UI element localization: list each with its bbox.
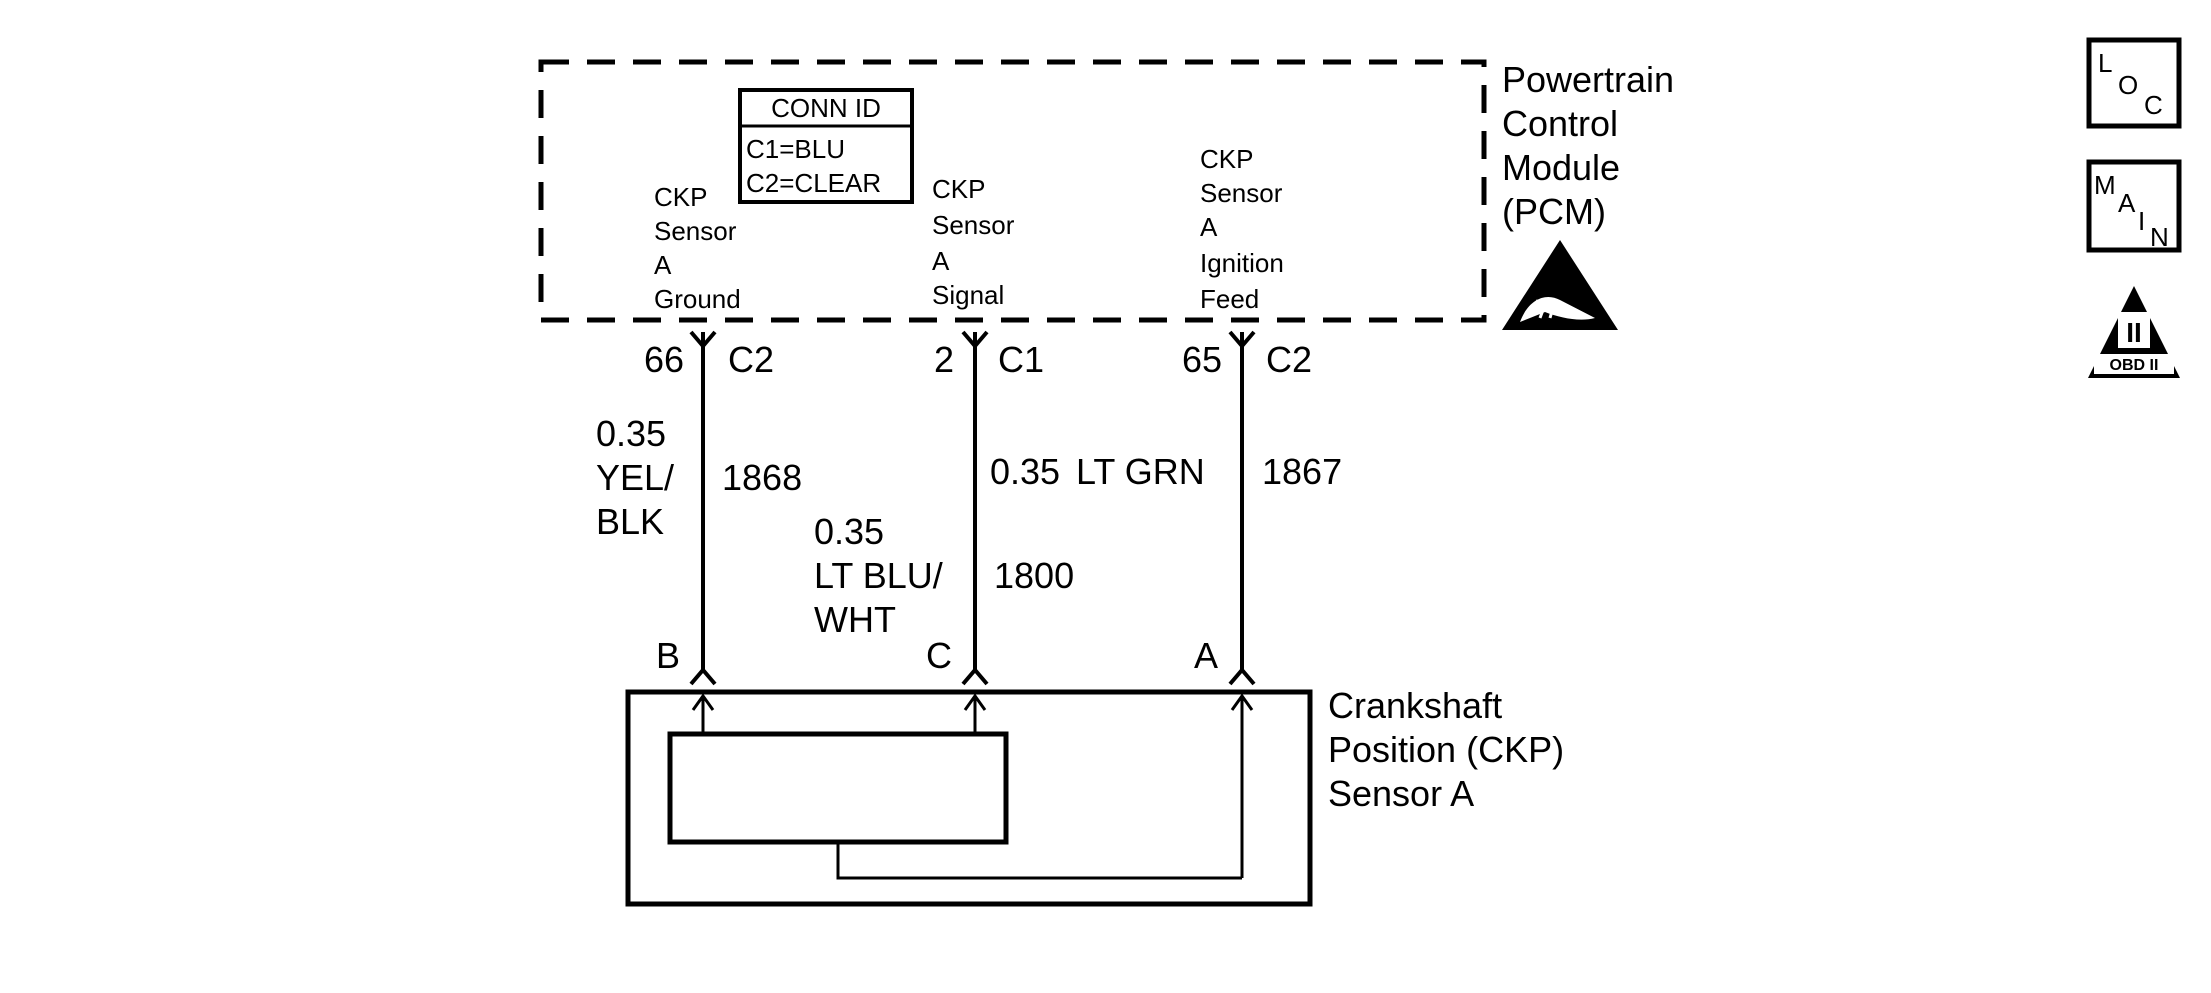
- loc-icon-letter: C: [2144, 90, 2163, 120]
- function-line: Sensor: [932, 210, 1015, 240]
- pcm-title-line: Module: [1502, 147, 1620, 188]
- sensor-terminal-connector-icon: [961, 666, 989, 686]
- loc-icon-letter: L: [2098, 48, 2112, 78]
- sensor-terminal-connector-icon: [1228, 666, 1256, 686]
- pcm-pin-number: 66: [644, 339, 684, 380]
- sensor-title-line: Sensor A: [1328, 773, 1474, 814]
- function-line: Sensor: [1200, 178, 1283, 208]
- conn-id-line: C2=CLEAR: [746, 168, 881, 198]
- conn-id-header: CONN ID: [771, 93, 881, 123]
- function-line: A: [1200, 212, 1218, 242]
- wire-size-label: 0.35: [990, 451, 1060, 492]
- pcm-connector-id: C2: [728, 339, 774, 380]
- main-icon-letter: N: [2150, 222, 2169, 252]
- wire-size-label: 0.35: [814, 511, 884, 552]
- pcm-pin-number: 2: [934, 339, 954, 380]
- pcm-title-line: Control: [1502, 103, 1618, 144]
- wire-color-label: LT GRN: [1076, 451, 1205, 492]
- loc-icon-letter: O: [2118, 70, 2138, 100]
- pcm-title-line: Powertrain: [1502, 59, 1674, 100]
- pcm-terminal-connector-icon: [689, 330, 717, 350]
- function-line: CKP: [1200, 144, 1253, 174]
- terminal-function-label: CKP Sensor A Ground: [654, 182, 744, 314]
- sensor-pin-letter: C: [926, 635, 952, 676]
- function-line: CKP: [932, 174, 985, 204]
- circuit-number-label: 1868: [722, 457, 802, 498]
- pcm-terminal-connector-icon: [1228, 330, 1256, 350]
- function-line: Sensor: [654, 216, 737, 246]
- wire-color-line: BLK: [596, 501, 664, 542]
- function-line: A: [654, 250, 672, 280]
- pcm-title-line: (PCM): [1502, 191, 1606, 232]
- circuit-number-label: 1867: [1262, 451, 1342, 492]
- sensor-title: Crankshaft Position (CKP) Sensor A: [1328, 685, 1574, 814]
- conn-id-line: C1=BLU: [746, 134, 845, 164]
- main-icon-letter: A: [2118, 188, 2136, 218]
- sensor-title-line: Crankshaft: [1328, 685, 1502, 726]
- sensor-internal-leads: [691, 693, 1254, 880]
- terminal-function-label: CKP Sensor A Ignition Feed: [1200, 144, 1291, 314]
- obd-ii-icon[interactable]: II OBD II: [2088, 286, 2180, 378]
- sensor-title-line: Position (CKP): [1328, 729, 1564, 770]
- wire-color-line: WHT: [814, 599, 896, 640]
- sensor-element-block: [667, 731, 1009, 845]
- conn-id-box: CONN ID C1=BLU C2=CLEAR: [738, 88, 914, 204]
- obd-ii-numeral: II: [2126, 317, 2142, 348]
- function-line: Ignition: [1200, 248, 1284, 278]
- pcm-title: Powertrain Control Module (PCM): [1502, 59, 1684, 232]
- loc-icon[interactable]: L O C: [2086, 37, 2182, 129]
- obd-ii-text: OBD II: [2110, 357, 2159, 374]
- main-icon-letter: I: [2138, 206, 2145, 236]
- function-line: Feed: [1200, 284, 1259, 314]
- terminal-function-label: CKP Sensor A Signal: [932, 174, 1022, 310]
- sensor-pin-letter: A: [1194, 635, 1218, 676]
- pcm-module-outline: [538, 59, 1487, 323]
- function-line: CKP: [654, 182, 707, 212]
- function-line: A: [932, 246, 950, 276]
- pcm-pin-number: 65: [1182, 339, 1222, 380]
- wire-color-line: YEL/: [596, 457, 674, 498]
- wire-color-label: LT BLU/ WHT: [814, 555, 953, 640]
- function-line: Signal: [932, 280, 1004, 310]
- sensor-pin-letter: B: [656, 635, 680, 676]
- main-icon[interactable]: M A I N: [2086, 159, 2182, 253]
- pcm-connector-id: C1: [998, 339, 1044, 380]
- main-icon-letter: M: [2094, 170, 2116, 200]
- circuit-number-label: 1800: [994, 555, 1074, 596]
- wire-color-label: YEL/ BLK: [596, 457, 684, 542]
- function-line: Ground: [654, 284, 741, 314]
- pcm-connector-id: C2: [1266, 339, 1312, 380]
- esd-warning-icon: [1502, 240, 1618, 330]
- sensor-terminal-connector-icon: [689, 666, 717, 686]
- ckp-sensor-outline: [625, 689, 1313, 907]
- pcm-terminal-connector-icon: [961, 330, 989, 350]
- wire-color-line: LT BLU/: [814, 555, 943, 596]
- wire-size-label: 0.35: [596, 413, 666, 454]
